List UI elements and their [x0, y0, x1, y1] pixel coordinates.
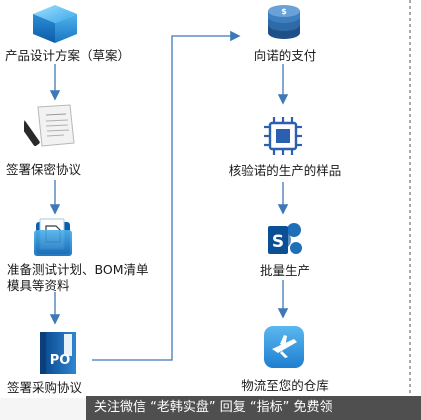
contract-pen-icon: [24, 104, 75, 147]
label-sample-check: 核验诺的生产的样品: [228, 163, 342, 178]
airplane-icon: [264, 326, 304, 368]
po-binder-icon: PO: [40, 332, 76, 374]
label-mass-production: 批量生产: [259, 263, 311, 278]
label-payment: 向诺的支付: [253, 48, 317, 63]
label-purchase-agreement: 签署采购协议: [7, 380, 83, 395]
label-product-design: 产品设计方案（草案）: [5, 48, 131, 63]
blue-cube-icon: [33, 5, 77, 43]
blue-folder-icon: [34, 218, 72, 256]
svg-text:S: S: [272, 232, 284, 252]
label-logistics: 物流至您的仓库: [241, 378, 329, 393]
bottom-strip: [0, 398, 86, 420]
po-text: PO: [50, 353, 71, 368]
sharepoint-icon: S: [268, 223, 302, 254]
chip-icon: [264, 117, 302, 155]
coin-stack-icon: $: [268, 5, 300, 39]
watermark-banner: 关注微信 “老韩实盘” 回复 “指标” 免费领: [86, 396, 421, 420]
label-nda: 签署保密协议: [6, 162, 82, 177]
label-test-plan-line2: 模具等资料: [7, 278, 70, 293]
arrow-connector: [92, 30, 241, 361]
svg-text:$: $: [281, 7, 287, 16]
label-test-plan: 准备测试计划、BOM清单: [7, 262, 149, 277]
